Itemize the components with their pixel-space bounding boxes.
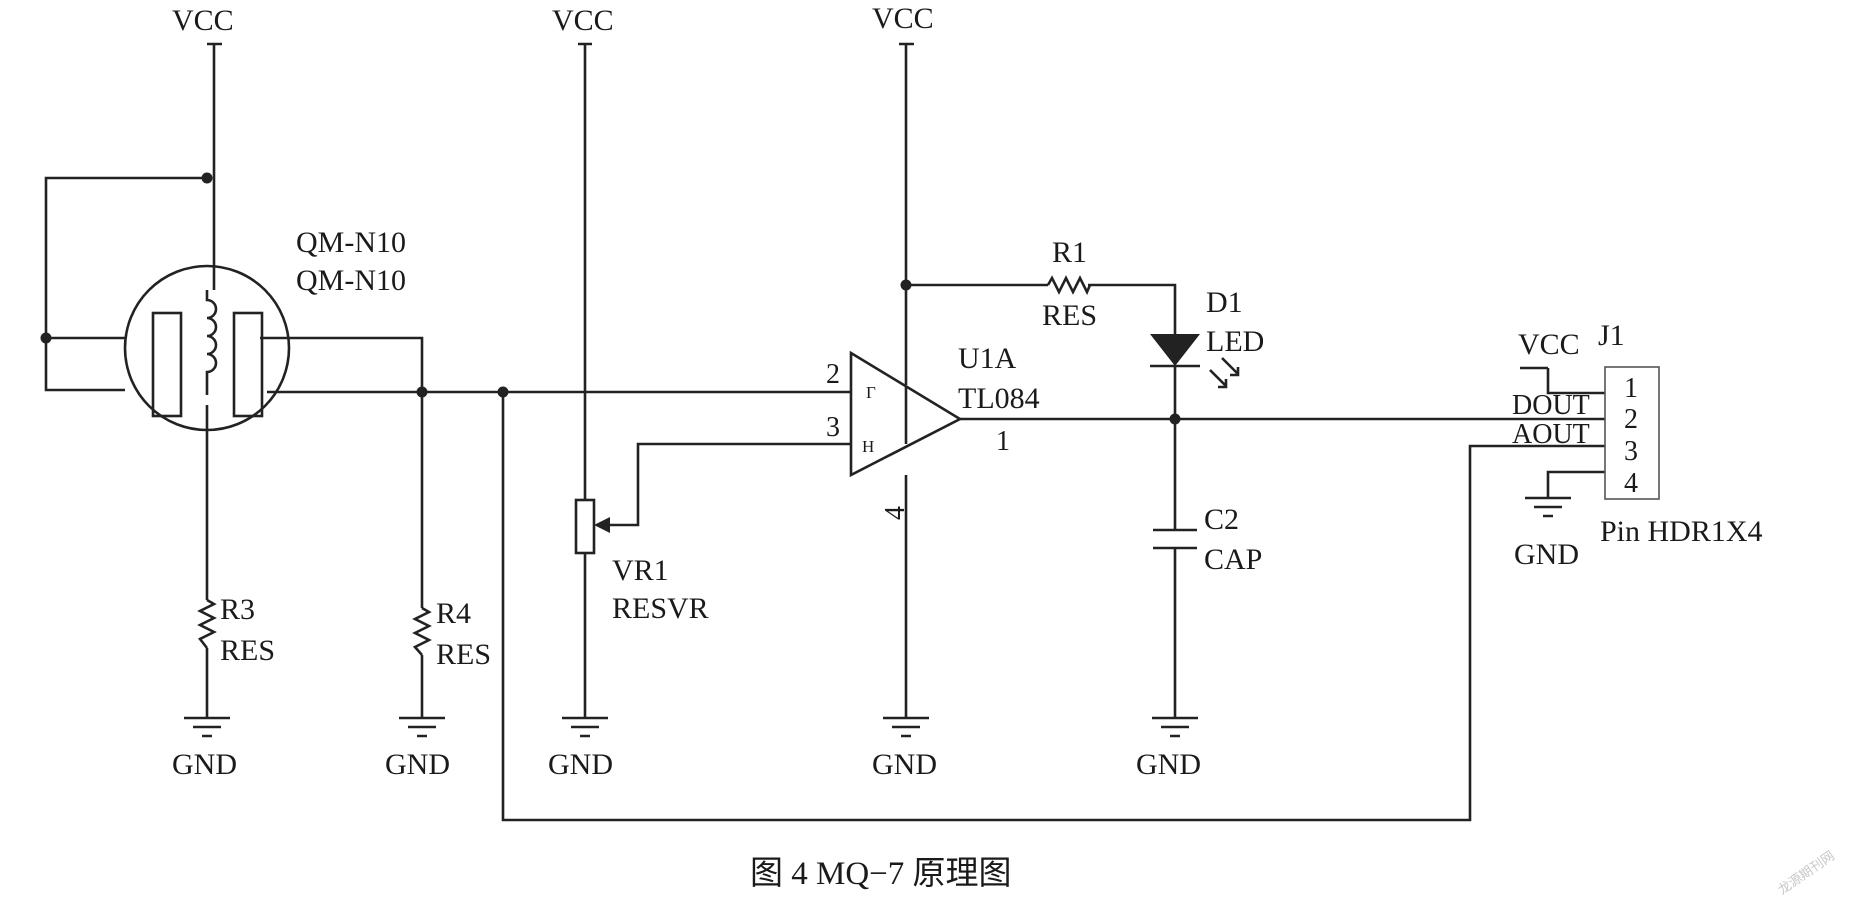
junction-dot (40, 332, 52, 344)
gnd-symbol (883, 716, 929, 738)
vr1-value-label: RESVR (612, 592, 709, 625)
dout-label: DOUT (1512, 390, 1590, 421)
wire-heater-loop (44, 176, 207, 392)
gnd-symbol (562, 716, 608, 738)
opamp-minus-mark: Γ (866, 383, 876, 402)
led-d1-symbol (1150, 334, 1240, 389)
gnd-symbol (399, 716, 445, 738)
resistor-r1-symbol (1046, 275, 1092, 296)
capacitor-c2-symbol (1153, 528, 1197, 550)
c2-ref-label: C2 (1204, 503, 1239, 536)
vcc-label-sensor: VCC (172, 4, 234, 37)
gnd-label-r3: GND (172, 748, 237, 781)
r4-value-label: RES (436, 638, 491, 671)
d1-value-label: LED (1206, 325, 1264, 358)
gnd-label-c2: GND (1136, 748, 1201, 781)
connector-j1-symbol (1604, 366, 1660, 500)
opamp-plus-mark: H (862, 437, 874, 456)
gnd-label-r4: GND (385, 748, 450, 781)
watermark: 龙源期刊网 (1775, 848, 1837, 898)
j1-pin-4: 4 (1624, 468, 1638, 499)
j1-pin-1: 1 (1624, 373, 1638, 404)
wire-vr1-wiper (600, 442, 850, 527)
gnd-label-opamp: GND (872, 748, 937, 781)
d1-ref-label: D1 (1206, 286, 1243, 319)
u1a-pin-3: 3 (826, 412, 840, 443)
sensor-value-label: QM-N10 (296, 264, 406, 297)
wire-j1-vcc (1520, 366, 1605, 395)
junction-dot (201, 172, 213, 184)
wire-r1-branch (906, 283, 1177, 334)
r1-value-label: RES (1042, 299, 1097, 332)
u1a-ref-label: U1A (958, 342, 1017, 375)
u1a-pin-2: 2 (826, 359, 840, 390)
j1-pin-3: 3 (1624, 436, 1638, 467)
r3-ref-label: R3 (220, 593, 255, 626)
junction-dot (497, 386, 509, 398)
resistor-r4-symbol (412, 606, 432, 656)
wire-opamp-vcc (899, 42, 914, 718)
c2-value-label: CAP (1204, 543, 1262, 576)
j1-pin-2: 2 (1624, 404, 1638, 435)
junction-dot (416, 386, 428, 398)
wires (44, 42, 1605, 822)
vcc-label-opamp: VCC (872, 2, 934, 35)
gas-sensor-symbol (123, 264, 291, 432)
gnd-symbol (1152, 716, 1198, 738)
r3-value-label: RES (220, 634, 275, 667)
r4-ref-label: R4 (436, 597, 471, 630)
junction-dot (1169, 413, 1181, 425)
junction-dot (900, 279, 912, 291)
wire-j1-gnd (1546, 470, 1605, 498)
r1-ref-label: R1 (1052, 236, 1087, 269)
vcc-label-j1: VCC (1518, 328, 1580, 361)
wire-feedback-return (501, 392, 1605, 822)
j1-value-label: Pin HDR1X4 (1600, 515, 1763, 548)
opamp-u1a-symbol (849, 350, 963, 478)
u1a-pin-4: 4 (880, 506, 911, 520)
gnd-symbol (1525, 496, 1571, 518)
gnd-symbols (184, 496, 1571, 738)
gnd-label-j1: GND (1514, 538, 1579, 571)
wire-sensor-vcc (207, 42, 222, 290)
figure-caption: 图 4 MQ−7 原理图 (750, 856, 1012, 892)
j1-ref-label: J1 (1598, 319, 1625, 352)
wire-sensor-out (260, 336, 424, 608)
wire-vr1 (578, 42, 592, 718)
gnd-symbol (184, 716, 230, 738)
aout-label: AOUT (1512, 419, 1590, 450)
gnd-label-vr1: GND (548, 748, 613, 781)
potentiometer-vr1-symbol (574, 498, 610, 555)
junction-dots (40, 172, 1181, 425)
resistor-r3-symbol (197, 598, 217, 649)
sensor-ref-label: QM-N10 (296, 226, 406, 259)
vr1-ref-label: VR1 (612, 554, 669, 587)
u1a-pin-1: 1 (996, 426, 1010, 457)
u1a-value-label: TL084 (958, 382, 1040, 415)
vcc-label-vr1: VCC (552, 4, 614, 37)
